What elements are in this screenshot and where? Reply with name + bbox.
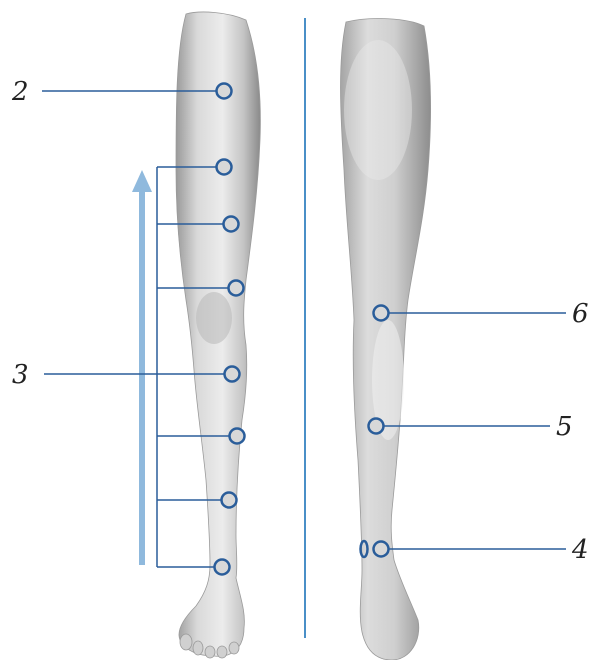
circle-marker-front-8 xyxy=(215,560,230,575)
label-4: 4 xyxy=(571,535,589,565)
leg-back-view-illustration xyxy=(341,19,431,660)
circle-marker-front-6 xyxy=(230,429,245,444)
label-2: 2 xyxy=(11,77,29,107)
front-knee-shading xyxy=(196,292,232,344)
label-3: 3 xyxy=(12,360,29,390)
back-gluteal-shading xyxy=(344,40,412,180)
circle-marker-front-2 xyxy=(217,160,232,175)
circle-marker-back-5 xyxy=(369,419,384,434)
circle-marker-front-4 xyxy=(229,281,244,296)
circle-marker-front-7 xyxy=(222,493,237,508)
circle-marker-back-4 xyxy=(374,542,389,557)
circle-marker-front-1 xyxy=(217,84,232,99)
circle-marker-front-3 xyxy=(224,217,239,232)
label-5: 5 xyxy=(556,412,573,442)
circle-marker-front-5 xyxy=(225,367,240,382)
circle-marker-back-6 xyxy=(374,306,389,321)
upward-arrow xyxy=(132,170,152,565)
label-6: 6 xyxy=(572,299,589,329)
